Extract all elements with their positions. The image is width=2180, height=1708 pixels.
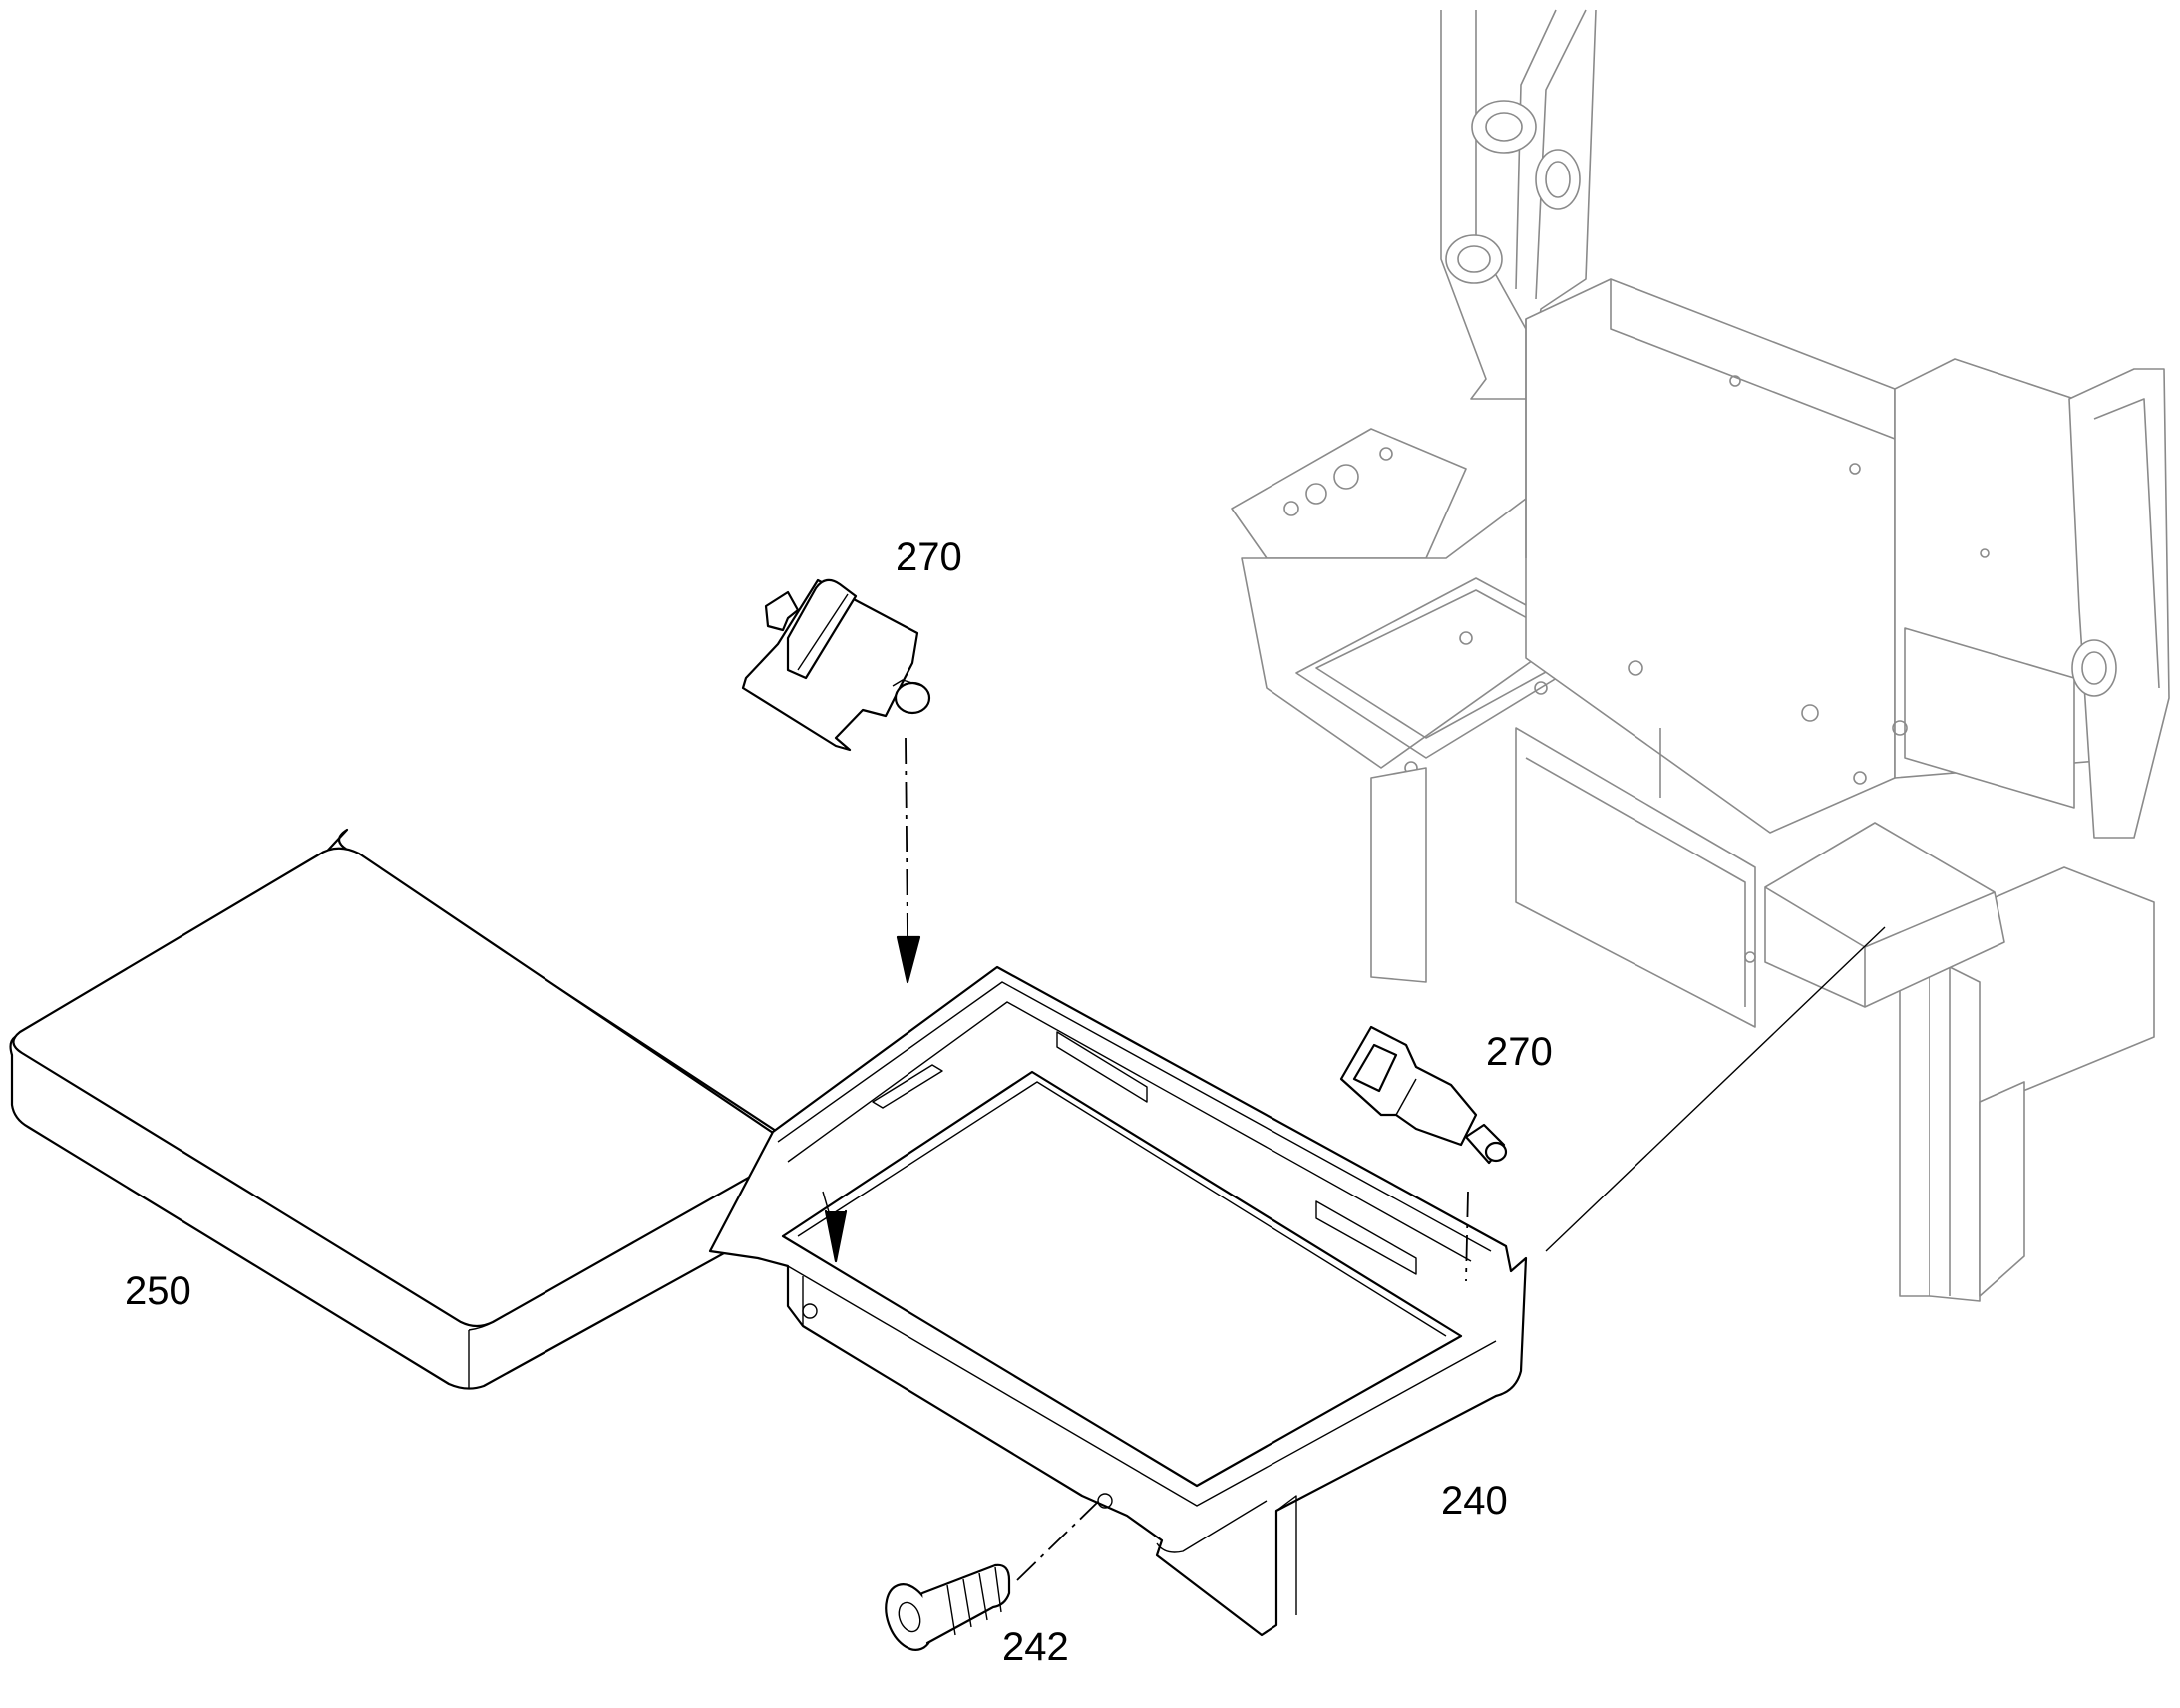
label-latch-upper: 270 xyxy=(896,535,962,579)
label-seat-cushion: 250 xyxy=(125,1269,191,1313)
seat-frame-part xyxy=(708,965,1528,1637)
fastener-part xyxy=(885,1563,1011,1651)
assembly-lines xyxy=(822,737,1469,1581)
latch-right-part xyxy=(1339,1025,1508,1165)
label-latch-right: 270 xyxy=(1486,1030,1553,1074)
latch-upper-part xyxy=(741,578,931,752)
frame-to-opening-leader xyxy=(1545,926,1886,1252)
label-seat-frame: 240 xyxy=(1441,1479,1508,1523)
label-fastener: 242 xyxy=(1002,1625,1069,1669)
vehicle-body-structure xyxy=(1231,9,2170,1302)
